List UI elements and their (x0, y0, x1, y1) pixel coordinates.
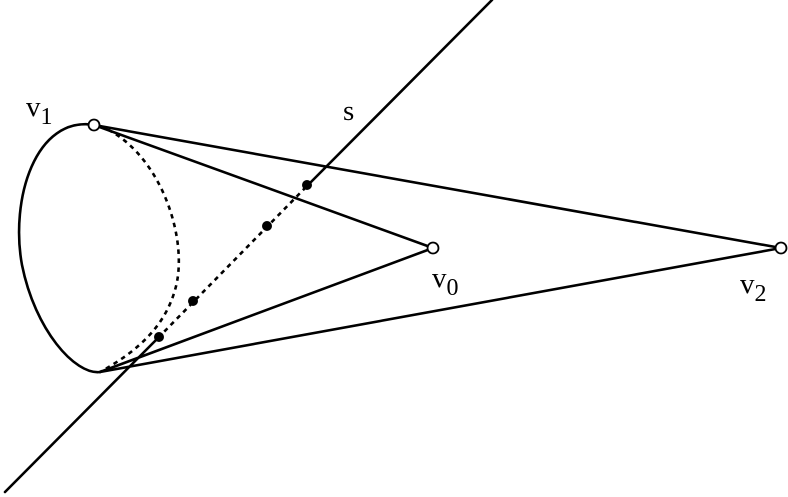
edge-bottom-v0 (98, 246, 435, 374)
edge-bottom-v2 (98, 246, 783, 374)
vertex-v1 (87, 118, 101, 132)
vertex-v0 (426, 241, 440, 255)
line-s-lower (3, 336, 160, 494)
line-s-upper (305, 0, 494, 188)
curve-solid-arc (17, 122, 102, 374)
point-on-s-1 (302, 180, 312, 190)
point-on-s-4 (154, 332, 164, 342)
point-on-s-2 (262, 221, 272, 231)
point-on-s-3 (188, 296, 198, 306)
label-s: s (343, 95, 354, 127)
label-v2: v2 (740, 268, 767, 307)
edge-v1-v0 (92, 123, 435, 250)
label-v1: v1 (26, 91, 53, 130)
line-s-hidden (157, 185, 308, 339)
label-v0: v0 (432, 262, 459, 301)
curve-dashed-arc (99, 124, 181, 374)
vertex-v2 (774, 241, 788, 255)
edge-v1-v2 (92, 123, 783, 250)
